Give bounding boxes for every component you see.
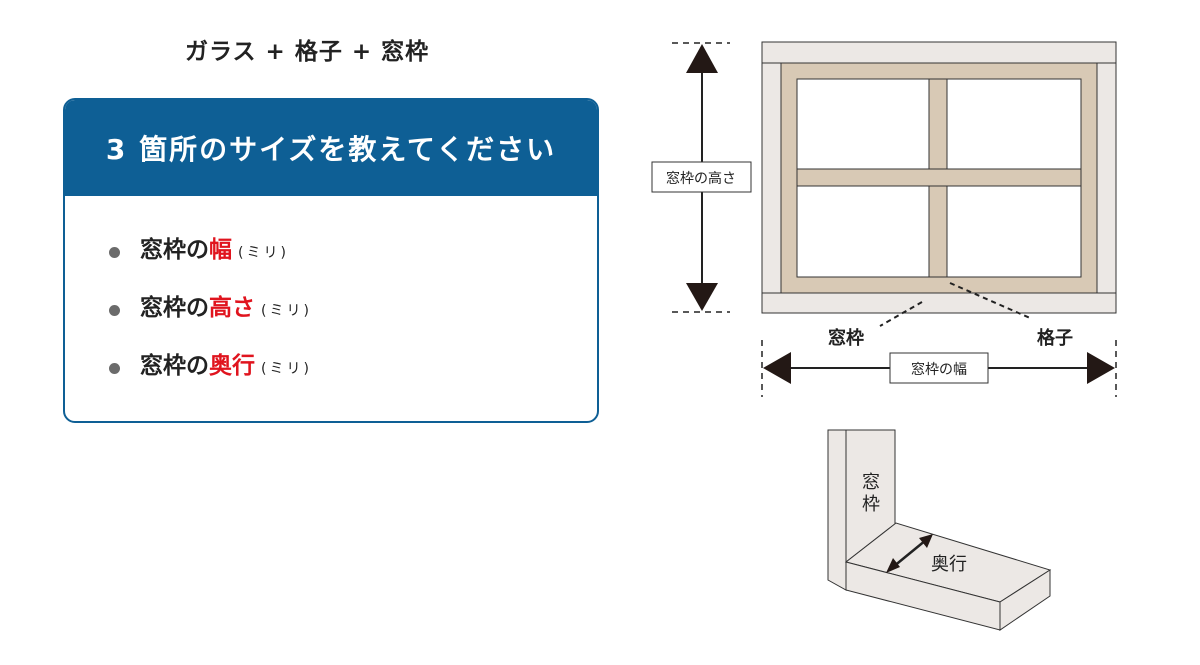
item-unit: (ミリ) [261,303,312,319]
depth-frame-label-1: 窓 [862,472,880,493]
window-front-view [761,41,1117,314]
item-prefix: 窓枠の [140,353,209,379]
frame-label: 窓枠 [828,327,864,349]
item-highlight: 幅 [209,237,232,263]
height-label: 窓枠の高さ [666,170,736,187]
item-prefix: 窓枠の [140,237,209,263]
height-dimension-arrow: 窓枠の高さ [651,42,752,313]
depth-label: 奥行 [931,554,967,575]
list-item-depth: 窓枠の 奥行 (ミリ) [109,346,597,404]
width-dimension-arrow: 窓枠の幅 [761,340,1117,397]
size-instructions-card: 3 箇所のサイズを教えてください 窓枠の 幅 (ミリ) 窓枠の 高さ (ミリ) … [63,98,599,423]
item-prefix: 窓枠の [140,295,209,321]
bullet-icon [109,246,120,258]
item-unit: (ミリ) [261,361,312,377]
callouts: 窓枠 格子 [828,282,1073,349]
bullet-icon [109,304,120,316]
lattice-label: 格子 [1037,327,1073,349]
card-heading: 3 箇所のサイズを教えてください [65,100,597,196]
item-unit: (ミリ) [238,245,289,261]
page-title: ガラス + 格子 + 窓枠 [185,39,430,65]
list-item-width: 窓枠の 幅 (ミリ) [109,230,597,288]
frame-depth-view: 窓 枠 [827,429,1052,631]
item-highlight: 高さ [209,295,255,321]
measurement-list: 窓枠の 幅 (ミリ) 窓枠の 高さ (ミリ) 窓枠の 奥行 (ミリ) [65,196,597,404]
bullet-icon [109,362,120,374]
depth-arrow: 奥行 [886,534,967,575]
width-label: 窓枠の幅 [911,361,967,378]
list-item-height: 窓枠の 高さ (ミリ) [109,288,597,346]
depth-frame-label-2: 枠 [862,494,880,515]
item-highlight: 奥行 [209,353,255,379]
